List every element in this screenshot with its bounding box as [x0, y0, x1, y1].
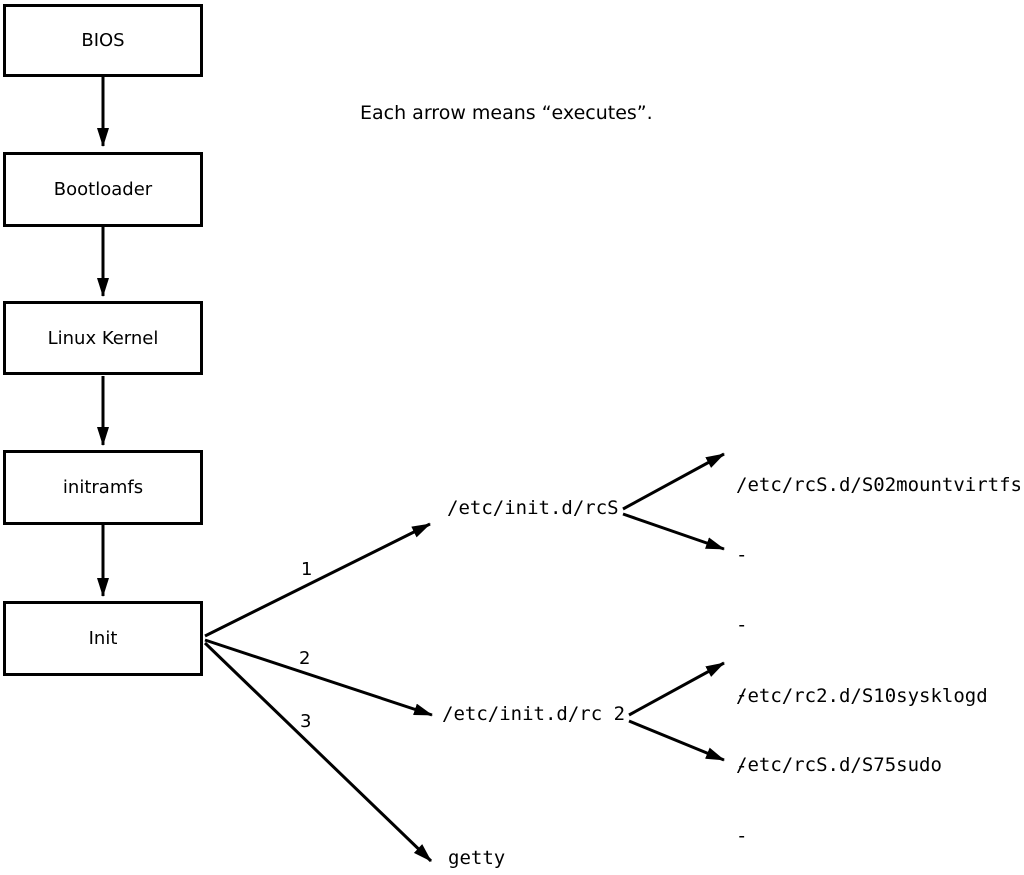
arrow-rc2-to-s10sysklogd — [628, 661, 725, 717]
node-initramfs-label: initramfs — [62, 477, 144, 498]
rc2-script-list: /etc/rc2.d/S10sysklogd - - - /etc/rc2.d/… — [736, 639, 988, 875]
node-linux-kernel: Linux Kernel — [3, 301, 203, 375]
rcs-script-item: - — [736, 614, 748, 636]
rc2-script-item: /etc/rc2.d/S10sysklogd — [736, 685, 988, 707]
rc2-script-item: - — [736, 755, 748, 777]
node-init-label: Init — [88, 628, 118, 649]
node-initramfs: initramfs — [3, 450, 203, 525]
arrow-init-to-rc2 — [204, 638, 433, 717]
rcs-script-list: /etc/rcS.d/S02mountvirtfs - - - /etc/rcS… — [736, 428, 1022, 822]
label-getty: getty — [448, 847, 506, 869]
node-bootloader: Bootloader — [3, 152, 203, 227]
node-bios-label: BIOS — [81, 30, 125, 51]
diagram-caption: Each arrow means “executes”. — [360, 102, 653, 124]
rcs-script-item: - — [736, 544, 748, 566]
rcs-script-item: /etc/rcS.d/S75sudo — [736, 754, 942, 776]
arrow-rcs-to-s75sudo — [622, 512, 725, 551]
rcs-script-item: - — [736, 684, 748, 706]
arrow-label-2: 2 — [299, 648, 311, 669]
label-etc-init-d-rc2: /etc/init.d/rc 2 — [442, 703, 626, 725]
arrow-init-to-rcs — [204, 522, 431, 638]
node-init: Init — [3, 601, 203, 676]
arrow-rc2-to-s99gdm — [628, 719, 725, 762]
arrow-label-3: 3 — [300, 711, 312, 732]
rc2-script-item: - — [736, 825, 748, 847]
node-linux-kernel-label: Linux Kernel — [47, 327, 159, 349]
arrow-label-1: 1 — [301, 559, 313, 580]
rcs-script-item: /etc/rcS.d/S02mountvirtfs — [736, 474, 1022, 496]
label-etc-init-d-rcs: /etc/init.d/rcS — [447, 497, 619, 519]
arrow-init-to-getty — [203, 641, 433, 863]
node-bios: BIOS — [3, 4, 203, 77]
arrow-rcs-to-s02mountvirtfs — [622, 452, 725, 511]
node-bootloader-label: Bootloader — [53, 179, 153, 200]
